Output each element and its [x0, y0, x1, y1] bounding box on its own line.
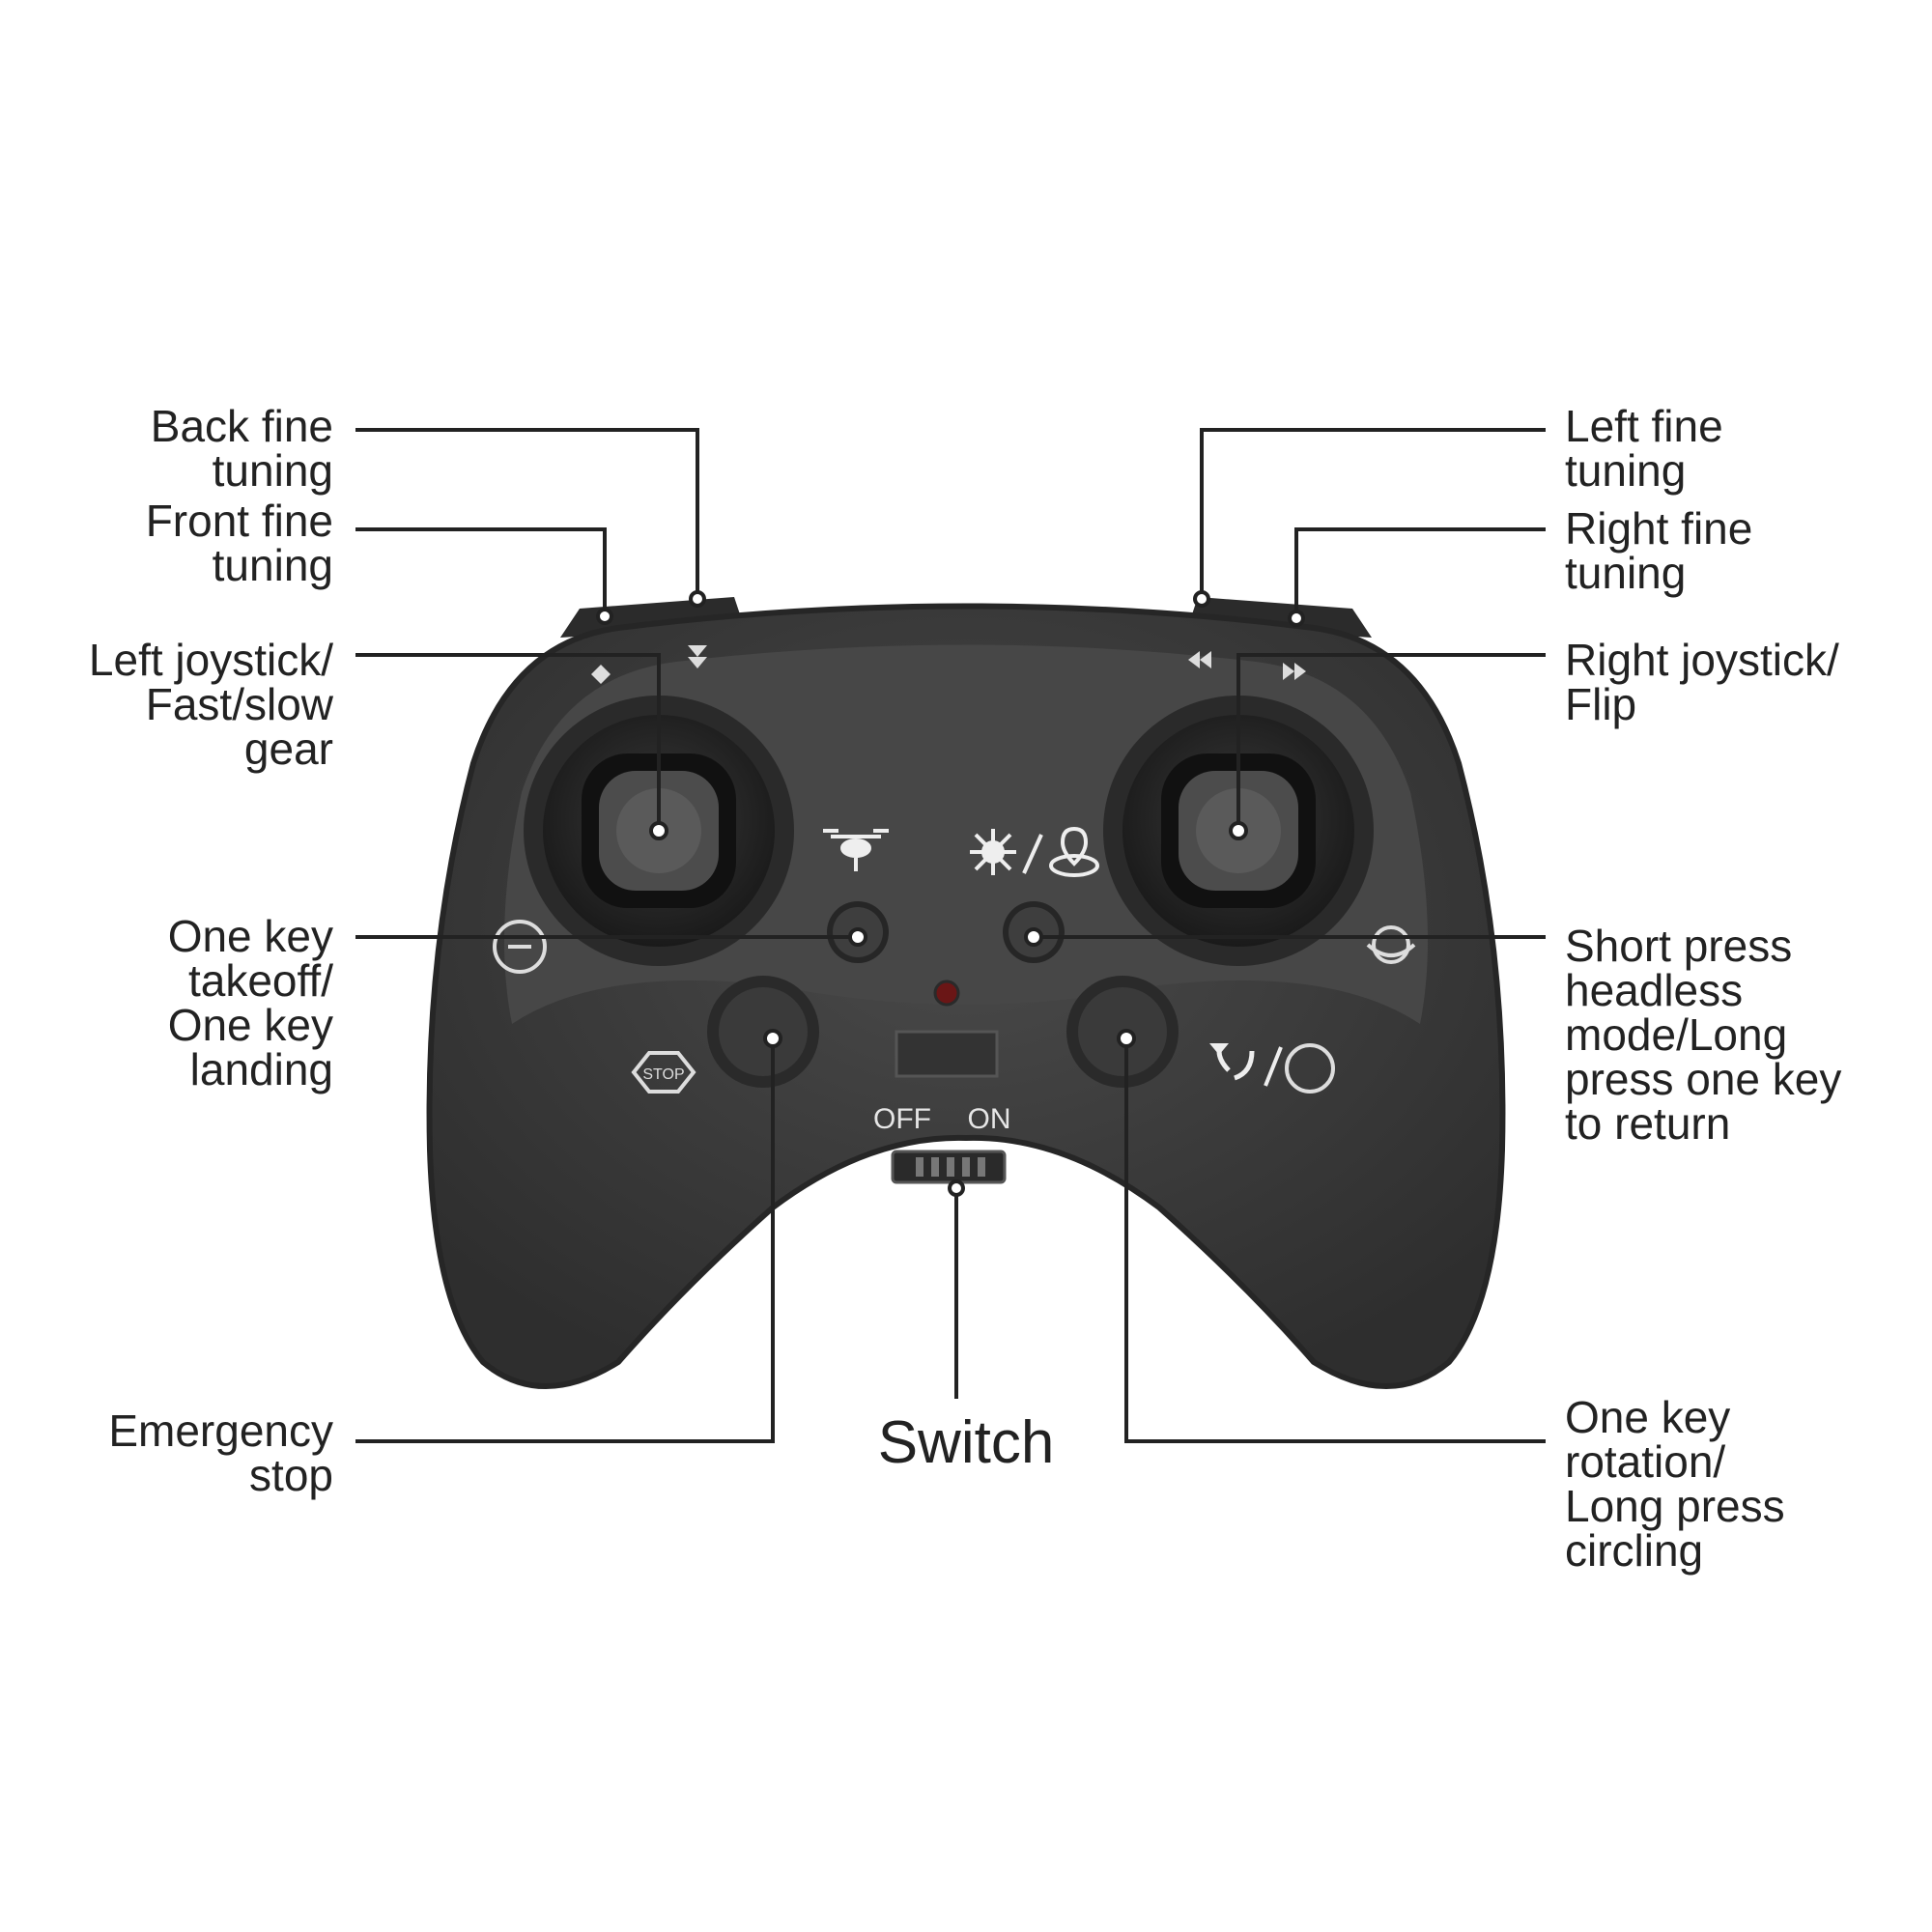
front-fine-tuning-label: Front fine tuning — [146, 498, 333, 587]
left-joystick-label: Left joystick/ Fast/slow gear — [89, 638, 333, 771]
arrow-left-trim-icon — [1188, 651, 1211, 668]
headless-return-label: Short press headless mode/Long press one… — [1565, 923, 1841, 1146]
speed-gear-icon — [493, 920, 547, 974]
icon-slash — [1264, 1046, 1283, 1087]
label-line: Flip — [1565, 679, 1637, 729]
emergency-stop-label: Emergency stop — [108, 1408, 333, 1497]
label-line: One key — [1565, 1392, 1731, 1442]
label-line: Left joystick/ — [88, 635, 333, 685]
label-line: circling — [1565, 1525, 1704, 1576]
emergency-stop-leader — [355, 1038, 775, 1443]
back-fine-tuning-leader — [355, 428, 699, 599]
label-line: to return — [1565, 1098, 1731, 1149]
icon-slash — [1022, 834, 1043, 874]
label-line: One key — [167, 911, 333, 961]
label-line: rotation/ — [1565, 1436, 1726, 1487]
label-line: Right fine — [1565, 503, 1753, 554]
label-line: takeoff/ — [187, 955, 333, 1006]
switch-off-label: OFF — [873, 1103, 931, 1135]
label-line: landing — [189, 1044, 333, 1094]
rotation-circling-label: One key rotation/ Long press circling — [1565, 1395, 1785, 1573]
arrow-up-trim-icon — [591, 665, 611, 684]
arrow-right-trim-icon — [1283, 663, 1306, 680]
arrow-down-trim-icon — [688, 645, 707, 668]
rotation-icon — [1209, 1043, 1255, 1081]
label-line: Fast/slow — [145, 679, 333, 729]
label-line: mode/Long — [1565, 1009, 1788, 1060]
center-plate — [895, 1030, 999, 1078]
rotation-leader — [1124, 1038, 1546, 1443]
label-line: Front fine — [145, 496, 333, 546]
label-line: Left fine — [1565, 401, 1723, 451]
label-line: tuning — [212, 445, 333, 496]
stop-sign-icon: STOP — [631, 1051, 696, 1094]
front-fine-tuning-leader — [355, 527, 607, 616]
label-line: headless — [1565, 965, 1744, 1015]
back-fine-tuning-label: Back fine tuning — [151, 404, 333, 493]
label-line: Short press — [1565, 921, 1793, 971]
left-fine-tuning-leader — [1200, 428, 1546, 599]
stop-badge-text: STOP — [642, 1066, 684, 1083]
label-line: Back fine — [150, 401, 333, 451]
takeoff-landing-label: One key takeoff/ One key landing — [168, 914, 333, 1092]
drone-takeoff-icon — [823, 829, 889, 871]
flip-icon — [1366, 925, 1416, 964]
label-line: Right joystick/ — [1565, 635, 1839, 685]
right-fine-tuning-label: Right fine tuning — [1565, 506, 1752, 595]
left-joystick-leader — [355, 653, 661, 831]
switch-label: Switch — [877, 1409, 1055, 1476]
left-fine-tuning-label: Left fine tuning — [1565, 404, 1723, 493]
power-indicator-led — [933, 980, 960, 1007]
headless-mode-icon — [970, 829, 1016, 875]
label-line: stop — [249, 1450, 333, 1500]
return-home-icon — [1049, 826, 1099, 877]
leader-endpoints — [596, 590, 1305, 1197]
circling-icon — [1285, 1043, 1335, 1094]
leader-lines — [355, 428, 1546, 1443]
switch-on-label: ON — [968, 1103, 1011, 1135]
label-line: One key — [167, 1000, 333, 1050]
power-switch[interactable] — [891, 1150, 1007, 1184]
right-joystick-label: Right joystick/ Flip — [1565, 638, 1839, 726]
label-line: gear — [243, 724, 333, 774]
right-joystick-leader — [1236, 653, 1546, 831]
label-line: tuning — [1565, 548, 1687, 598]
label-line: Emergency — [108, 1406, 333, 1456]
emergency-stop-button[interactable] — [707, 976, 819, 1088]
label-line: tuning — [1565, 445, 1687, 496]
label-line: tuning — [212, 540, 333, 590]
label-line: press one key — [1565, 1054, 1842, 1104]
right-fine-tuning-leader — [1294, 527, 1546, 618]
label-line: Long press — [1565, 1481, 1785, 1531]
